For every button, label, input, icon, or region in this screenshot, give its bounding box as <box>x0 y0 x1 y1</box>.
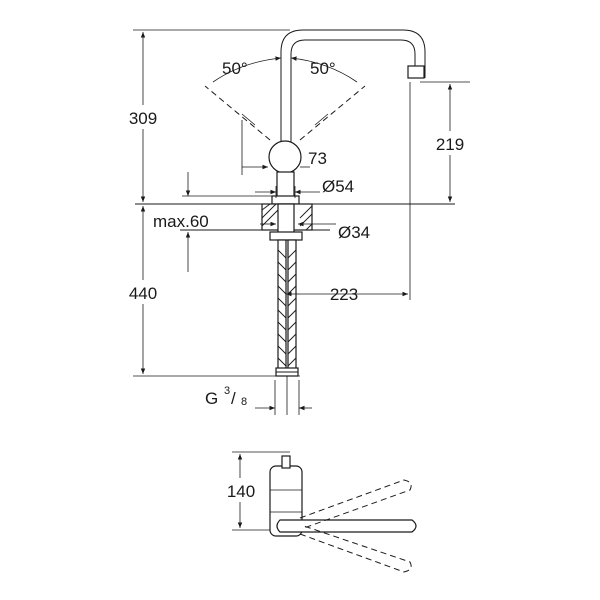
dim-top-depth: 140 <box>227 482 255 501</box>
angle-right-label: 50° <box>310 59 336 78</box>
dim-lever-diameter: 73 <box>308 149 327 168</box>
dim-max-deck: max.60 <box>153 212 209 231</box>
spout-tube <box>280 29 426 160</box>
dim-hose-length: 440 <box>129 284 157 303</box>
angle-left-label: 50° <box>222 59 248 78</box>
spout-outlet <box>407 65 425 79</box>
svg-text:/: / <box>231 389 236 408</box>
connection-fraction-num: 3 <box>224 385 230 397</box>
angle-arc-left <box>212 56 282 83</box>
dim-reach: 223 <box>330 285 358 304</box>
dim-base-diameter: Ø54 <box>322 177 354 196</box>
connection-thread-label: G <box>205 389 218 408</box>
dim-height-spout: 219 <box>436 135 464 154</box>
lever-ball <box>268 140 302 174</box>
dim-height-total: 309 <box>129 109 157 128</box>
top-lever-dashed-up <box>299 479 412 529</box>
angle-arc-right <box>290 56 358 83</box>
deck-section <box>135 203 455 241</box>
side-view: 309 219 440 223 73 Ø54 max.60 Ø34 5 <box>118 29 474 415</box>
spout-tube-inner <box>290 39 416 160</box>
connection-fraction-den: 8 <box>241 396 247 408</box>
top-lever-dashed-down <box>299 525 412 573</box>
top-view: 140 <box>218 451 417 573</box>
lever-positions <box>204 85 366 141</box>
dim-hole-diameter: Ø34 <box>338 223 370 242</box>
supply-hoses <box>275 239 299 377</box>
top-lever <box>276 519 417 533</box>
